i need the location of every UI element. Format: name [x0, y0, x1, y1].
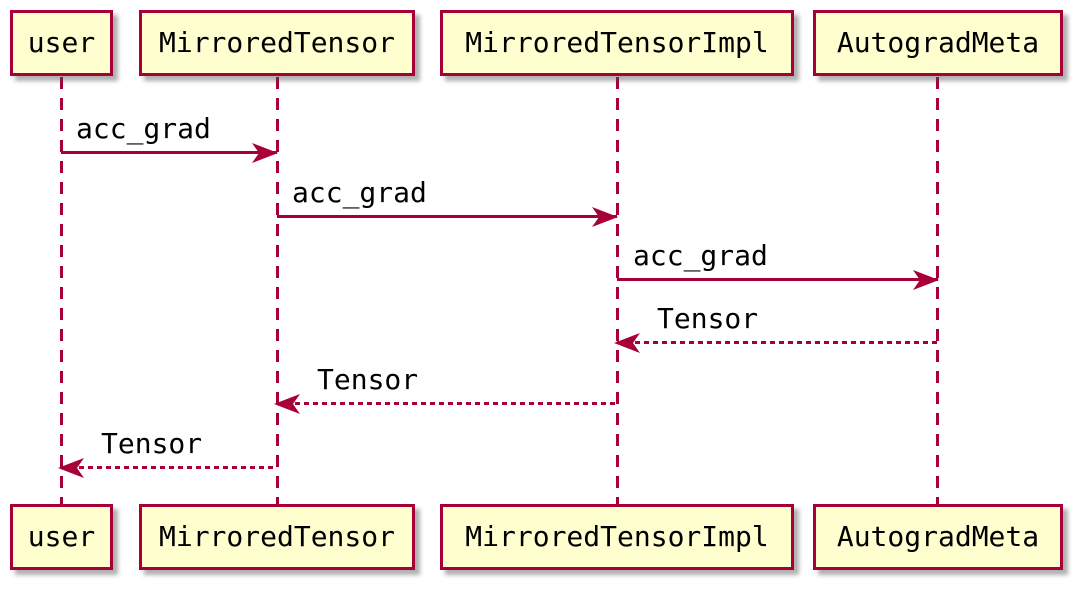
message-acc_grad-2: acc_grad	[277, 175, 618, 227]
message-acc_grad-3: acc_grad	[617, 238, 939, 290]
arrowhead-right-icon	[913, 269, 939, 290]
message-line	[617, 341, 938, 344]
participant-box-mirroredtensor-top: MirroredTensor	[139, 10, 415, 76]
message-label: Tensor	[657, 301, 759, 335]
participant-label: MirroredTensorImpl	[465, 520, 769, 553]
message-line	[617, 278, 938, 281]
participant-box-user-bottom: user	[10, 504, 113, 570]
participant-label: AutogradMeta	[836, 26, 1040, 59]
participant-box-autogradmeta-bottom: AutogradMeta	[813, 504, 1063, 570]
lifeline-user	[60, 77, 63, 505]
message-tensor-return-2: Tensor	[274, 362, 617, 414]
message-label: acc_grad	[633, 238, 768, 272]
lifeline-mirroredtensorimpl	[616, 77, 619, 505]
participant-box-user-top: user	[10, 10, 113, 76]
message-label: acc_grad	[76, 111, 211, 145]
message-line	[61, 151, 277, 154]
message-line	[277, 402, 617, 405]
message-tensor-return-3: Tensor	[58, 426, 277, 478]
message-line	[277, 215, 617, 218]
participant-box-autogradmeta-top: AutogradMeta	[813, 10, 1063, 76]
arrowhead-left-icon	[58, 457, 84, 478]
message-acc_grad-1: acc_grad	[61, 111, 278, 163]
message-line	[61, 466, 277, 469]
lifeline-autogradmeta	[936, 77, 939, 505]
message-label: acc_grad	[292, 175, 427, 209]
arrowhead-right-icon	[252, 142, 278, 163]
participant-label: user	[27, 26, 96, 59]
arrowhead-left-icon	[274, 393, 300, 414]
arrowhead-left-icon	[614, 332, 640, 353]
message-label: Tensor	[101, 426, 203, 460]
participant-box-mirroredtensor-bottom: MirroredTensor	[139, 504, 415, 570]
participant-label: user	[27, 520, 96, 553]
message-tensor-return-1: Tensor	[614, 301, 938, 353]
arrowhead-right-icon	[592, 206, 618, 227]
message-label: Tensor	[317, 362, 419, 396]
participant-box-mirroredtensorimpl-bottom: MirroredTensorImpl	[440, 504, 794, 570]
lifeline-mirroredtensor	[276, 77, 279, 505]
participant-label: MirroredTensor	[158, 520, 395, 553]
participant-box-mirroredtensorimpl-top: MirroredTensorImpl	[440, 10, 794, 76]
participant-label: MirroredTensor	[158, 26, 395, 59]
participant-label: MirroredTensorImpl	[465, 26, 769, 59]
participant-label: AutogradMeta	[836, 520, 1040, 553]
